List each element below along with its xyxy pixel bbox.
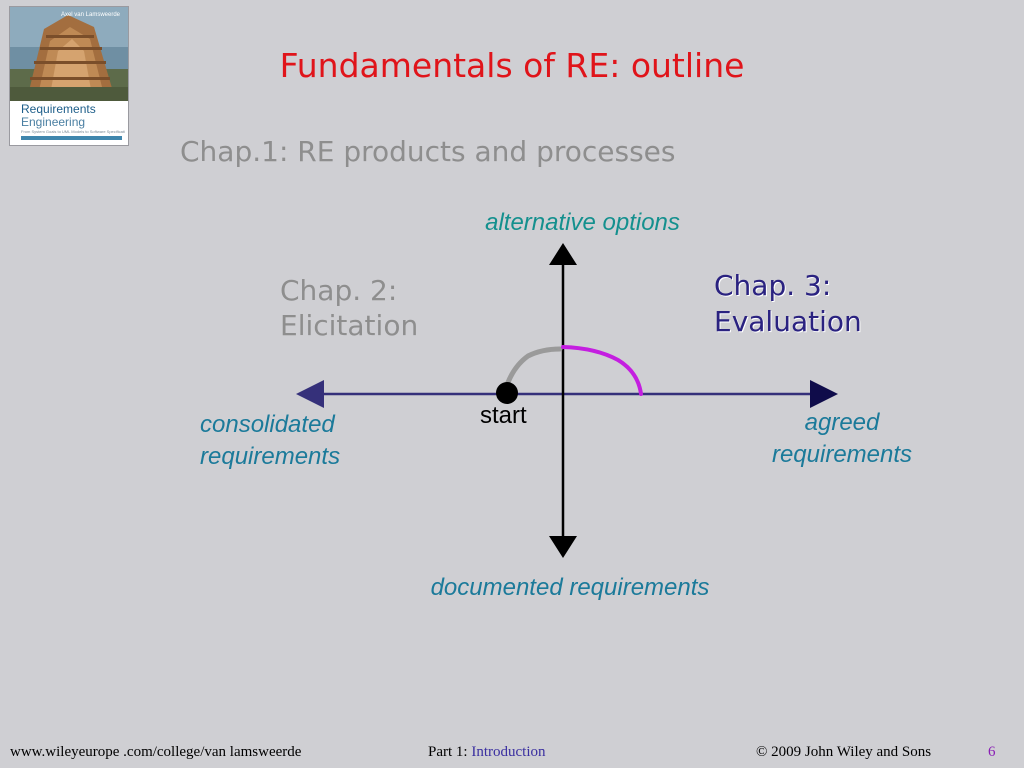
book-author: Axel van Lamsweerde — [60, 12, 120, 18]
chap2-label: Chap. 2: Elicitation — [280, 273, 418, 343]
start-point — [496, 382, 518, 404]
axis-down-label: documented requirements — [430, 574, 710, 601]
axis-right-line2: requirements — [771, 441, 913, 469]
footer-copyright: © 2009 John Wiley and Sons — [756, 744, 932, 760]
axis-left-line1: consolidated — [200, 411, 335, 438]
slide-subtitle: Chap.1: RE products and processes — [180, 135, 676, 168]
footer-url[interactable]: www.wileyeurope .com/college/van lamswee… — [10, 744, 302, 760]
book-title-line2: Engineering — [21, 115, 86, 129]
tower-of-babel-painting — [10, 7, 128, 101]
footer-page-number: 6 — [988, 744, 996, 760]
chap3-line1: Chap. 3: — [714, 269, 832, 302]
book-subtitle: From System Goals to UML Models to Softw… — [21, 129, 125, 134]
book-cover: Axel van Lamsweerde Requirements Enginee… — [9, 6, 129, 146]
arrow-up-icon — [549, 243, 577, 265]
evaluation-arc — [561, 345, 643, 396]
axis-up-label: alternative options — [485, 209, 680, 236]
start-label: start — [480, 402, 527, 429]
arrow-left-icon — [296, 380, 324, 408]
book-cover-bar — [21, 136, 122, 140]
arrow-right-icon — [810, 380, 838, 408]
footer-part: Part 1: Introduction — [428, 744, 546, 761]
slide-title: Fundamentals of RE: outline — [279, 46, 745, 85]
footer-part-name[interactable]: Introduction — [471, 744, 546, 760]
axis-right-line1: agreed — [804, 409, 880, 436]
chap3-line2: Evaluation — [714, 304, 862, 338]
chap2-line1: Chap. 2: — [280, 274, 398, 307]
book-title-line1: Requirements — [21, 102, 96, 116]
chap3-label: Chap. 3: Evaluation — [714, 268, 862, 340]
arrow-down-icon — [549, 536, 577, 558]
footer-part-prefix: Part 1: — [428, 744, 472, 760]
axis-right-label: agreed requirements — [742, 407, 942, 472]
chap2-line2: Elicitation — [280, 309, 419, 342]
axis-left-line2: requirements — [200, 443, 341, 471]
elicitation-arc — [504, 346, 563, 388]
axis-left-label: consolidated requirements — [200, 409, 340, 474]
